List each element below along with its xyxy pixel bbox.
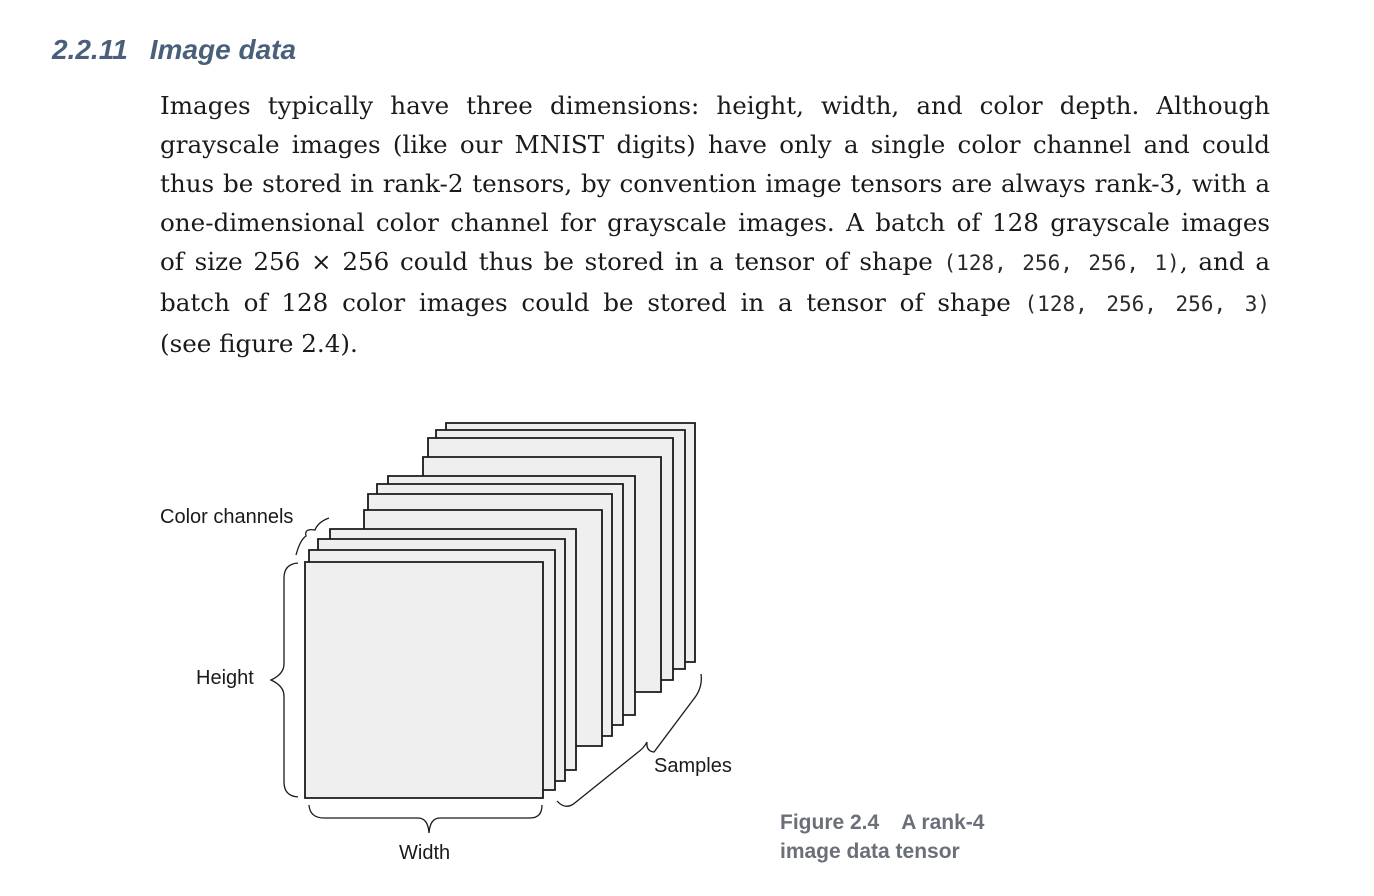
section-heading: 2.2.11 Image data — [52, 34, 296, 66]
color-channels-label: Color channels — [160, 506, 293, 528]
caption-line-1: Figure 2.4 A rank-4 — [780, 808, 984, 837]
line-text: , and a — [1179, 247, 1270, 276]
color-shape-code: (128, 256, 256, 3) — [1024, 292, 1270, 316]
samples-label: Samples — [654, 755, 732, 777]
figure-caption: Figure 2.4 A rank-4 image data tensor — [780, 808, 984, 866]
height-brace — [269, 562, 299, 798]
width-label: Width — [399, 842, 450, 864]
paragraph-line: grayscale images (like our MNIST digits)… — [160, 130, 1270, 159]
dimension-braces — [269, 517, 702, 834]
section-number: 2.2.11 — [52, 34, 128, 65]
line-text: of size 256 × 256 could thus be stored i… — [160, 247, 944, 276]
rank4-tensor-diagram: Color channels Height Samples Width — [160, 422, 732, 864]
body-paragraph: Images typically have three dimensions: … — [160, 86, 1270, 363]
paragraph-line: one-dimensional color channel for graysc… — [160, 208, 1270, 237]
line-text: batch of 128 color images could be store… — [160, 288, 1025, 317]
width-brace — [308, 804, 543, 834]
paragraph-line: (see figure 2.4). — [160, 329, 358, 358]
caption-text-line-2: image data tensor — [780, 840, 960, 863]
grayscale-shape-code: (128, 256, 256, 1) — [943, 251, 1180, 275]
paragraph-line: thus be stored in rank-2 tensors, by con… — [160, 169, 1270, 198]
paragraph-line: batch of 128 color images could be store… — [160, 283, 1270, 324]
paragraph-line: of size 256 × 256 could thus be stored i… — [160, 242, 1270, 283]
section-title: Image data — [149, 34, 297, 65]
sample-stack-front — [304, 528, 577, 799]
samples-brace — [556, 673, 702, 807]
sample-front-face — [304, 561, 544, 799]
height-label: Height — [196, 667, 254, 689]
figure-number: Figure 2.4 — [780, 811, 880, 834]
color-channels-brace — [295, 517, 330, 556]
caption-text: A rank-4 — [901, 811, 985, 834]
dimension-labels: Color channels Height Samples Width — [160, 506, 732, 864]
paragraph-line: Images typically have three dimensions: … — [160, 91, 1270, 120]
tensor-stacks — [304, 422, 696, 799]
